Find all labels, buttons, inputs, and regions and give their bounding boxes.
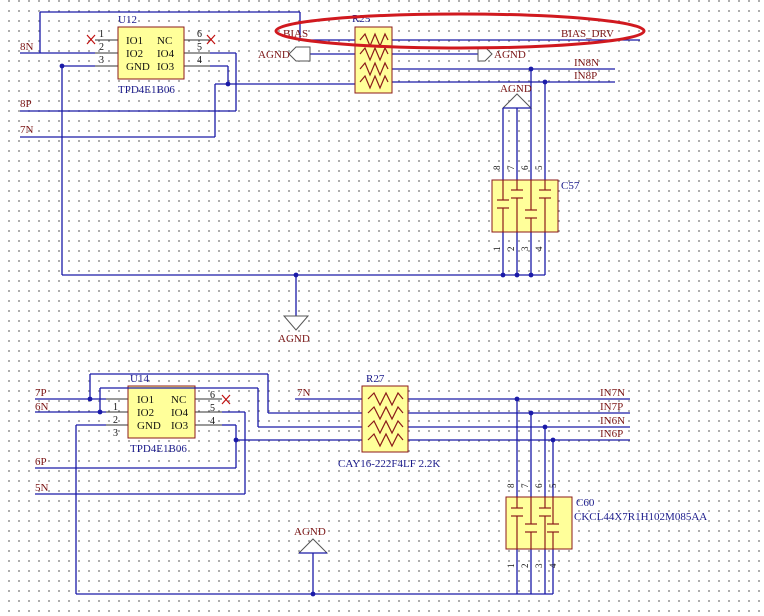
capacitor-c60[interactable]: C60 CKCL44X7R1H102M085AA 8 7 6 5 1 2 3 4 [505, 483, 707, 569]
u12-designator: U12 [118, 14, 137, 26]
r27-value: CAY16-222F4LF 2.2K [338, 458, 440, 470]
u14-pin-num-4: 4 [210, 416, 215, 427]
c60-pin-2: 2 [520, 564, 530, 569]
block-bottom: U14 TPD4E1B06 IO1 IO2 GND NC IO4 IO3 1 2… [35, 373, 707, 597]
ic-u14[interactable]: U14 TPD4E1B06 IO1 IO2 GND NC IO4 IO3 1 2… [106, 373, 231, 455]
u14-pin-name-gnd: GND [137, 420, 161, 432]
u12-pin-name-io3: IO3 [157, 61, 175, 73]
c57-designator: C57 [561, 180, 580, 192]
u14-pin-num-5: 5 [210, 403, 215, 414]
wires-top [20, 11, 640, 316]
net-label-in7p: IN7P [600, 401, 623, 413]
capacitor-c57[interactable]: C57 8 7 6 5 1 2 3 4 [491, 165, 580, 252]
r27-designator: R27 [366, 373, 385, 385]
agnd-symbol-icon [297, 538, 329, 554]
agnd-port-left-icon [288, 46, 311, 62]
c60-pin-5: 5 [548, 483, 558, 488]
c60-pin-1: 1 [506, 564, 516, 569]
net-label-6n: 6N [35, 401, 49, 413]
ic-u12[interactable]: U12 TPD4E1B06 IO1 IO2 GND NC IO4 IO3 1 2… [86, 14, 216, 96]
resistor-r25[interactable]: R25 [352, 13, 393, 94]
u14-pin-num-2: 2 [113, 415, 118, 426]
no-connect-icon [206, 34, 216, 45]
net-label-agnd: AGND [278, 333, 310, 345]
u12-pin-name-gnd: GND [126, 61, 150, 73]
net-label-7p: 7P [35, 387, 47, 399]
c57-pin-6: 6 [520, 165, 530, 170]
u12-pin-num-5: 5 [197, 42, 202, 53]
u14-part: TPD4E1B06 [130, 443, 187, 455]
u12-pin-name-io2: IO2 [126, 48, 143, 60]
c60-pin-6: 6 [534, 483, 544, 488]
no-connect-icon [86, 34, 96, 45]
net-label-in8p: IN8P [574, 70, 597, 82]
net-label-7n: 7N [20, 124, 34, 136]
u14-designator: U14 [130, 373, 149, 385]
net-label-agnd: AGND [500, 83, 532, 95]
block-top: U12 TPD4E1B06 IO1 IO2 GND NC IO4 IO3 1 2… [20, 11, 646, 345]
c57-pin-7: 7 [506, 165, 516, 170]
net-label-6p: 6P [35, 456, 47, 468]
u12-pin-name-io1: IO1 [126, 35, 143, 47]
u12-pin-num-1: 1 [99, 29, 104, 40]
u14-pin-num-1: 1 [113, 402, 118, 413]
u12-pin-num-3: 3 [99, 55, 104, 66]
c60-pin-4: 4 [548, 563, 558, 568]
no-connect-icon [221, 394, 231, 405]
u14-pin-name-io1: IO1 [137, 394, 154, 406]
u14-pin-name-io4: IO4 [171, 407, 189, 419]
net-label-agnd: AGND [294, 526, 326, 538]
c60-pin-8: 8 [506, 483, 516, 488]
c60-value: CKCL44X7R1H102M085AA [574, 511, 707, 523]
u12-part: TPD4E1B06 [118, 84, 175, 96]
net-label-8n: 8N [20, 41, 34, 53]
highlight-ellipse [274, 12, 646, 50]
u14-pin-name-io2: IO2 [137, 407, 154, 419]
u12-pin-name-io4: IO4 [157, 48, 175, 60]
u12-pin-num-4: 4 [197, 55, 202, 66]
wires-bottom [35, 373, 630, 597]
net-label-in7n: IN7N [600, 387, 625, 399]
c57-pin-8: 8 [492, 165, 502, 170]
net-label-agnd: AGND [494, 49, 526, 61]
c60-pin-7: 7 [520, 483, 530, 488]
c57-pin-4: 4 [534, 246, 544, 251]
c57-pin-2: 2 [506, 247, 516, 252]
u14-pin-name-nc: NC [171, 394, 186, 406]
c57-pin-5: 5 [534, 165, 544, 170]
c57-pin-3: 3 [520, 246, 530, 251]
net-label-7n: 7N [297, 387, 311, 399]
agnd-symbol-icon [501, 93, 533, 109]
c60-pin-3: 3 [534, 563, 544, 568]
u14-pin-num-3: 3 [113, 428, 118, 439]
resistor-r27[interactable]: R27 CAY16-222F4LF 2.2K [338, 373, 440, 470]
net-label-in8n: IN8N [574, 57, 599, 69]
u12-pin-num-2: 2 [99, 42, 104, 53]
net-label-bias-drv: BIAS_DRV [561, 28, 614, 40]
net-label-in6p: IN6P [600, 428, 623, 440]
net-label-agnd: AGND [258, 49, 290, 61]
net-label-in6n: IN6N [600, 415, 625, 427]
u12-pin-num-6: 6 [197, 29, 202, 40]
c60-designator: C60 [576, 497, 595, 509]
u14-pin-name-io3: IO3 [171, 420, 189, 432]
u12-pin-name-nc: NC [157, 35, 172, 47]
c57-pin-1: 1 [492, 247, 502, 252]
ground-symbol-icon [282, 315, 310, 331]
net-label-5n: 5N [35, 482, 49, 494]
net-label-8p: 8P [20, 98, 32, 110]
u14-pin-num-6: 6 [210, 390, 215, 401]
